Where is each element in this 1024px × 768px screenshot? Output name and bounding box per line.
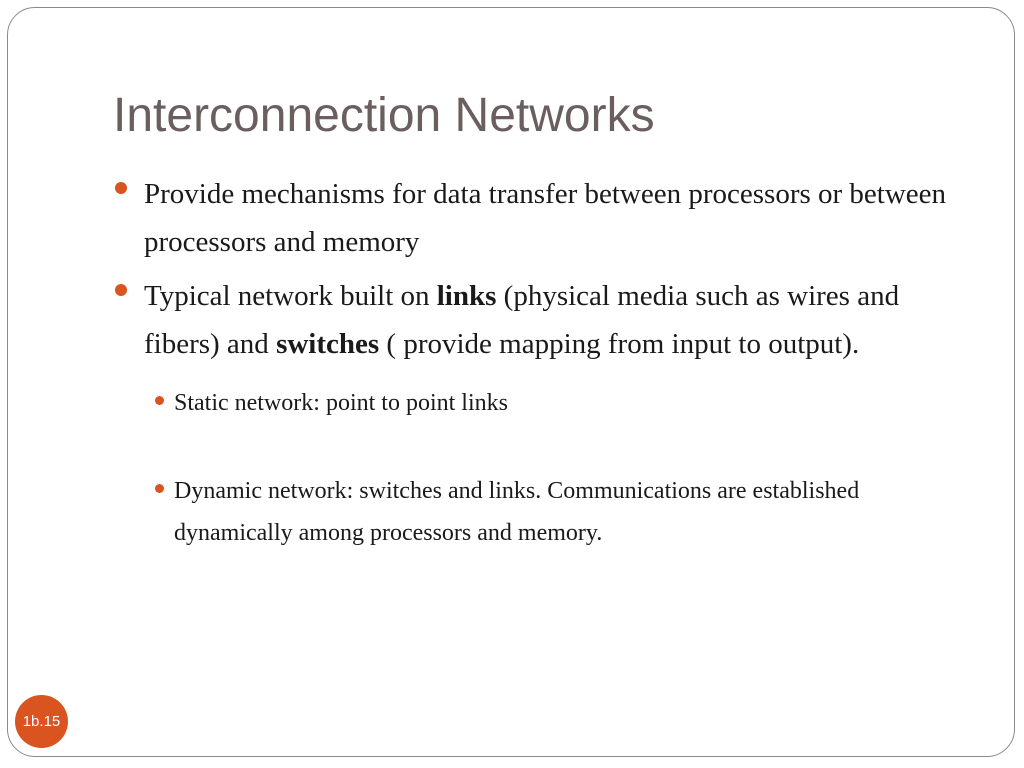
bullet-dot-icon <box>115 284 127 296</box>
bullet-bold-term: links <box>436 280 497 312</box>
sub-bullet-dot-icon <box>155 484 164 493</box>
bullet-text-part: (physical media such as wires and fibers… <box>144 280 900 360</box>
sub-bullet-item-1: Static network: point to point links <box>153 382 973 424</box>
bullet-text: Provide mechanisms for data transfer bet… <box>144 178 947 258</box>
sub-bullet-item-2: Dynamic network: switches and links. Com… <box>153 470 973 554</box>
slide-content: Provide mechanisms for data transfer bet… <box>113 170 973 554</box>
sub-bullet-text: Static network: point to point links <box>174 390 508 416</box>
bullet-item-2: Typical network built on links (physical… <box>113 272 973 368</box>
slide-title: Interconnection Networks <box>113 89 655 142</box>
bullet-text-part: ( provide mapping from input to output). <box>379 328 860 360</box>
bullet-text-part: Typical network built on <box>144 280 437 312</box>
slide-frame <box>7 7 1015 757</box>
sub-bullet-dot-icon <box>155 396 164 405</box>
bullet-item-1: Provide mechanisms for data transfer bet… <box>113 170 973 266</box>
bullet-bold-term: switches <box>276 328 380 360</box>
bullet-dot-icon <box>115 182 127 194</box>
sub-bullet-text: Dynamic network: switches and links. Com… <box>174 478 860 546</box>
slide-number-badge: 1b.15 <box>15 695 68 748</box>
